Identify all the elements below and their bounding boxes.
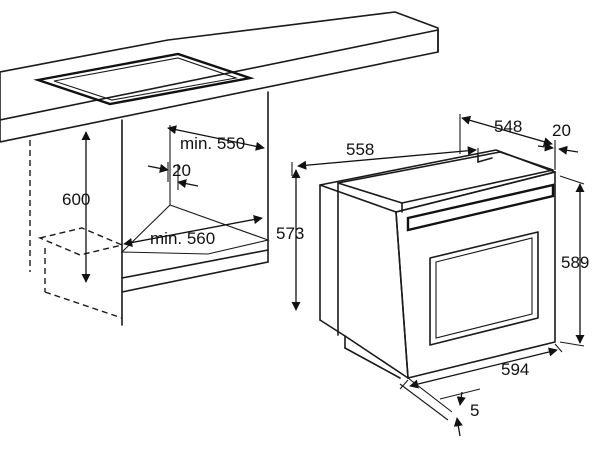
label-oven-gap-bottom: 5 xyxy=(470,401,479,420)
label-oven-width: 594 xyxy=(501,360,529,379)
cabinet xyxy=(120,91,270,326)
dim-cabinet-height: 600 xyxy=(62,131,91,283)
dim-oven-gap-bottom: 5 xyxy=(399,377,481,437)
label-oven-height: 589 xyxy=(561,253,589,272)
label-oven-body-depth: 548 xyxy=(494,117,522,136)
dim-oven-width: 594 xyxy=(399,343,563,390)
label-cabinet-width: min. 560 xyxy=(150,229,215,248)
dim-oven-height: 589 xyxy=(559,175,589,347)
label-cabinet-height: 600 xyxy=(62,190,90,209)
dim-oven-body-depth: 548 xyxy=(459,114,556,170)
oven xyxy=(319,149,556,379)
dim-cabinet-depth: min. 550 xyxy=(167,125,265,153)
hob xyxy=(33,52,255,106)
label-oven-front: 20 xyxy=(552,121,571,140)
dim-cabinet-gap: 20 xyxy=(147,161,199,190)
label-oven-depth: 558 xyxy=(346,140,374,159)
worktop xyxy=(0,11,439,143)
dim-oven-front: 20 xyxy=(537,121,579,168)
label-cabinet-depth: min. 550 xyxy=(180,134,245,153)
label-cabinet-gap: 20 xyxy=(172,161,191,180)
label-oven-body-height: 573 xyxy=(276,224,304,243)
dim-cabinet-width: min. 560 xyxy=(123,215,263,248)
dim-oven-body-height: 573 xyxy=(276,169,304,311)
dim-oven-depth: 558 xyxy=(291,140,479,176)
adjacent-unit-dashed xyxy=(29,140,125,319)
